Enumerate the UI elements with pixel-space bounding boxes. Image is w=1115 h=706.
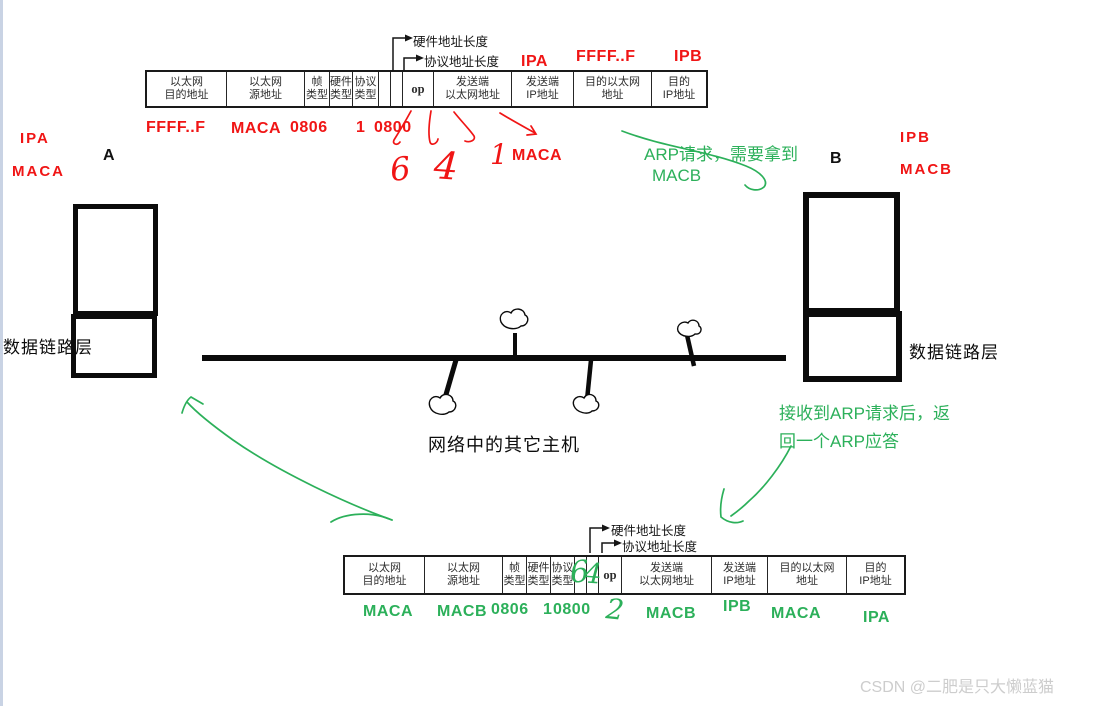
host-b-ip-label: IPB [900, 129, 932, 146]
red-annotation-arrows [392, 110, 538, 146]
rep-sender-ip-value: IPB [723, 598, 752, 615]
req-col-target-mac: 目的以太网 地址 [574, 72, 652, 106]
csdn-watermark: CSDN @二肥是只大懒蓝猫 [860, 679, 1055, 696]
req-hw-len-value: 6 [388, 149, 413, 189]
req-callout-proto-len: 协议地址长度 [424, 55, 500, 69]
req-col-hw-len [379, 72, 391, 106]
rep-sender-mac-value: MACB [646, 605, 696, 622]
host-b-label: B [830, 150, 842, 167]
cloud-icon [572, 393, 600, 414]
rep-col-eth-src: 以太网 源地址 [425, 557, 503, 593]
arp-request-note-line2: MACB [652, 166, 702, 185]
rep-col-op: op [599, 557, 622, 593]
rep-target-mac-value: MACA [771, 605, 821, 622]
host-branch [442, 359, 459, 399]
req-col-eth-src: 以太网 源地址 [227, 72, 305, 106]
arp-reply-note-line1: 接收到ARP请求后，返 [779, 404, 950, 423]
green-annotation-arrows [181, 130, 792, 524]
arp-reply-return-arrow-tail [330, 513, 393, 523]
req-target-ip-value: IPB [674, 48, 703, 65]
right-datalink-layer-label: 数据链路层 [909, 343, 999, 362]
req-eth-dst-value: FFFF..F [146, 119, 206, 136]
host-b-datalink-box [803, 311, 902, 382]
rep-col-sender-mac: 发送端 以太网地址 [622, 557, 712, 593]
rep-op-value: 2 [604, 592, 626, 627]
rep-target-ip-value: IPA [863, 609, 890, 626]
req-callout-hw-len: 硬件地址长度 [413, 35, 489, 49]
rep-col-hw-len [575, 557, 587, 593]
req-col-sender-mac: 发送端 以太网地址 [434, 72, 512, 106]
req-target-mac-value: FFFF..F [576, 48, 636, 65]
req-hw-type-value: 1 [356, 119, 366, 136]
rep-col-hw-type: 硬件 类型 [527, 557, 551, 593]
cloud-icon [428, 393, 457, 415]
host-a-ip-label: IPA [20, 130, 50, 147]
req-col-hw-type: 硬件 类型 [330, 72, 353, 106]
req-op-value: 1 [490, 138, 508, 171]
req-proto-type-value: 0800 [374, 119, 412, 136]
rep-callout-proto-len: 协议地址长度 [622, 540, 698, 554]
arp-reply-down-arrow [730, 445, 792, 517]
arp-request-note-line1: ARP请求，需要拿到 [644, 145, 798, 164]
rep-proto-len-value: 4 [582, 556, 603, 591]
host-b-upper-box [803, 192, 900, 314]
cloud-icon [499, 308, 529, 330]
rep-col-eth-dst: 以太网 目的地址 [345, 557, 425, 593]
host-a-label: A [103, 147, 115, 164]
req-col-proto-type: 协议 类型 [353, 72, 379, 106]
network-bus [202, 308, 786, 415]
rep-frame-type-value: 0806 [491, 601, 529, 618]
other-hosts-label: 网络中的其它主机 [428, 435, 580, 455]
callout-connectors [392, 37, 614, 553]
req-col-op: op [403, 72, 434, 106]
host-a-mac-label: MACA [12, 163, 65, 180]
rep-col-proto-len [587, 557, 599, 593]
rep-eth-dst-value: MACA [363, 603, 413, 620]
arp-request-table: 以太网 目的地址 以太网 源地址 帧 类型 硬件 类型 协议 类型 op 发送端… [145, 70, 708, 108]
req-sender-ip-value: IPA [521, 53, 548, 70]
rep-eth-src-value: MACB [437, 603, 487, 620]
rep-col-proto-type: 协议 类型 [551, 557, 575, 593]
rep-col-target-ip: 目的 IP地址 [859, 561, 892, 587]
req-sender-mac-value: MACA [512, 147, 562, 164]
host-branch [684, 334, 697, 367]
rep-col-target-mac: 目的以太网 地址 [768, 557, 847, 593]
rep-col-sender-ip: 发送端 IP地址 [712, 557, 768, 593]
req-col-frame-type: 帧 类型 [305, 72, 330, 106]
callout-arrowheads [405, 34, 622, 547]
left-edge-stripe [0, 0, 3, 706]
arp-reply-table: 以太网 目的地址 以太网 源地址 帧 类型 硬件 类型 协议 类型 op 发送端… [343, 555, 906, 595]
rep-hw-type-value: 1 [543, 601, 553, 618]
host-branch [584, 359, 594, 401]
arp-reply-note-line2: 回一个ARP应答 [779, 432, 899, 451]
req-eth-src-value: MACA [231, 120, 281, 137]
host-a-upper-box [73, 204, 158, 316]
left-datalink-layer-label: 数据链路层 [3, 338, 93, 357]
arp-reply-return-arrow [186, 401, 393, 521]
rep-callout-hw-len: 硬件地址长度 [611, 524, 687, 538]
req-col-target-ip: 目的 IP地址 [662, 75, 696, 101]
req-col-sender-ip: 发送端 IP地址 [512, 72, 574, 106]
rep-proto-type-value: 0800 [553, 601, 591, 618]
req-frame-type-value: 0806 [290, 119, 328, 136]
req-proto-len-value: 4 [432, 143, 460, 189]
req-col-proto-len [391, 72, 403, 106]
host-a-datalink-box [71, 314, 157, 378]
req-col-eth-dst: 以太网 目的地址 [147, 72, 227, 106]
rep-col-frame-type: 帧 类型 [503, 557, 527, 593]
cloud-icon [676, 319, 702, 338]
host-b-mac-label: MACB [900, 161, 953, 178]
